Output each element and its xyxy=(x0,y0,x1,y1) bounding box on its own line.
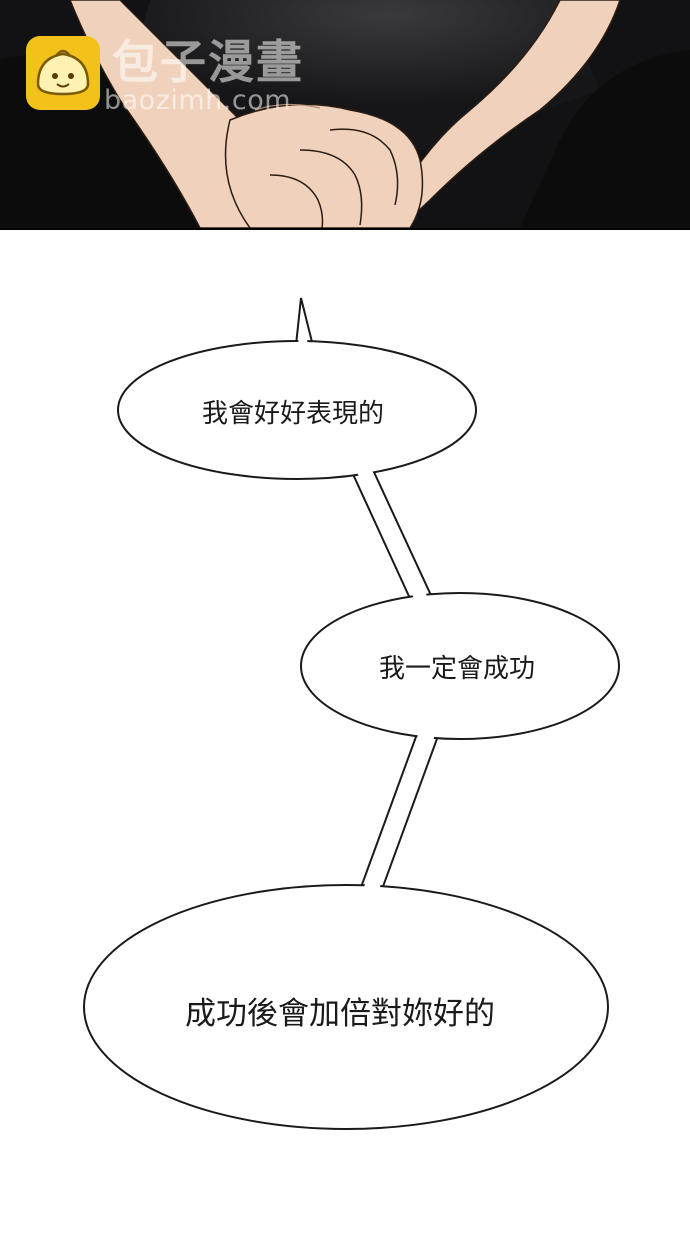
bubble-3-text: 成功後會加倍對妳好的 xyxy=(185,996,495,1032)
speech-bubble-2 xyxy=(300,592,620,740)
speech-bubble-3 xyxy=(83,884,609,1130)
bun-mascot-icon xyxy=(26,36,100,110)
watermark-url: baozimh.com xyxy=(104,85,292,116)
bubble-1-text: 我會好好表現的 xyxy=(201,399,385,429)
watermark: 包子漫畫 baozimh.com xyxy=(26,36,326,116)
comic-panel: 包子漫畫 baozimh.com xyxy=(0,0,690,230)
watermark-title: 包子漫畫 xyxy=(112,35,304,89)
speech-bubble-1 xyxy=(117,340,477,480)
bubble-2-text: 我一定會成功 xyxy=(378,654,536,684)
